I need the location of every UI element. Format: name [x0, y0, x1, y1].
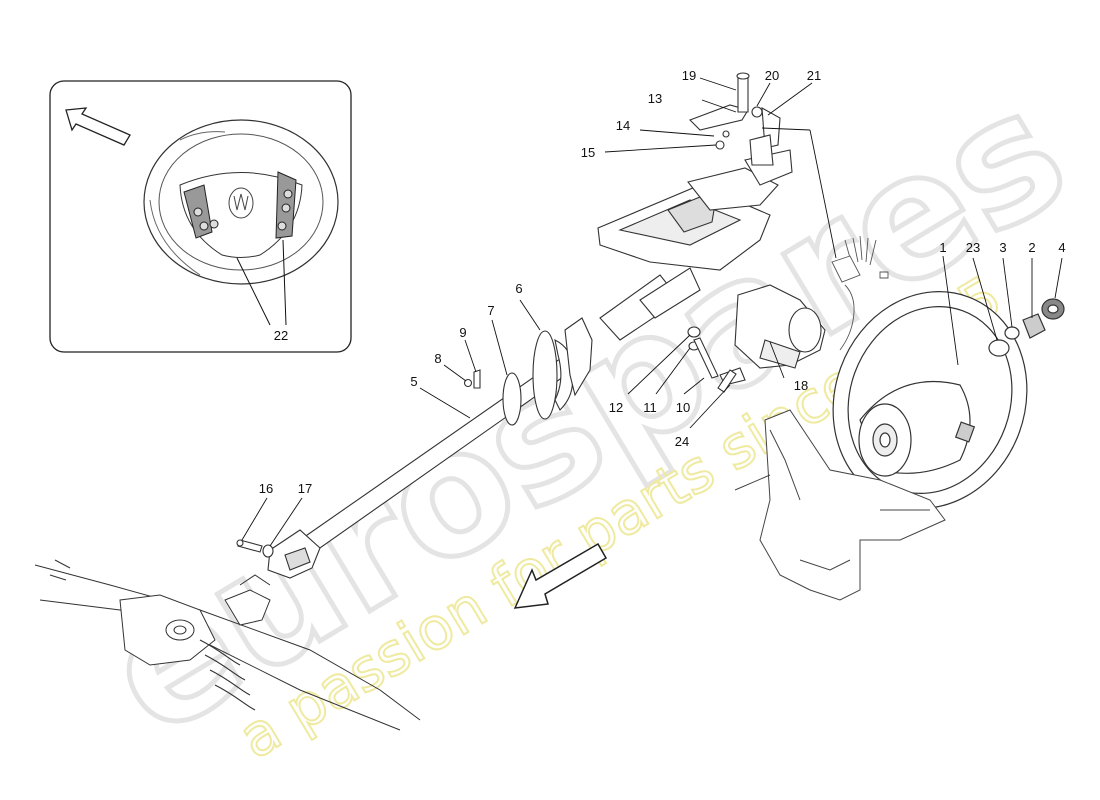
callout-5: 5: [410, 374, 418, 389]
callout-4: 4: [1058, 240, 1066, 255]
callout-20: 20: [764, 68, 780, 83]
wiring: [831, 235, 889, 351]
callout-16: 16: [258, 481, 274, 496]
callout-12: 12: [608, 400, 624, 415]
callout-1: 1: [939, 240, 947, 255]
callout-10: 10: [675, 400, 691, 415]
arrow-down-left-icon: [513, 542, 608, 609]
callout-23: 23: [965, 240, 981, 255]
callout-3: 3: [999, 240, 1007, 255]
trident-logo-icon: [228, 187, 254, 219]
callout-15: 15: [580, 145, 596, 160]
callout-9: 9: [459, 325, 467, 340]
callout-13: 13: [647, 91, 663, 106]
inset-panel: [49, 80, 352, 353]
motor-unit: [717, 284, 826, 393]
seal-assembly: [463, 317, 593, 426]
steering-wheel: [832, 291, 1065, 509]
callout-14: 14: [615, 118, 631, 133]
callout-11: 11: [643, 400, 657, 415]
callout-19: 19: [681, 68, 697, 83]
steering-rack: [34, 559, 421, 731]
callout-24: 24: [674, 434, 690, 449]
leader-lines: [241, 77, 1063, 547]
callout-6: 6: [515, 281, 523, 296]
arrow-up-left-icon: [65, 107, 131, 146]
callout-21: 21: [806, 68, 822, 83]
callout-7: 7: [487, 303, 495, 318]
callout-22: 22: [273, 328, 289, 343]
callout-8: 8: [434, 351, 442, 366]
callout-2: 2: [1028, 240, 1036, 255]
callout-17: 17: [297, 481, 313, 496]
pedal-bracket: [734, 409, 946, 601]
callout-18: 18: [793, 378, 809, 393]
